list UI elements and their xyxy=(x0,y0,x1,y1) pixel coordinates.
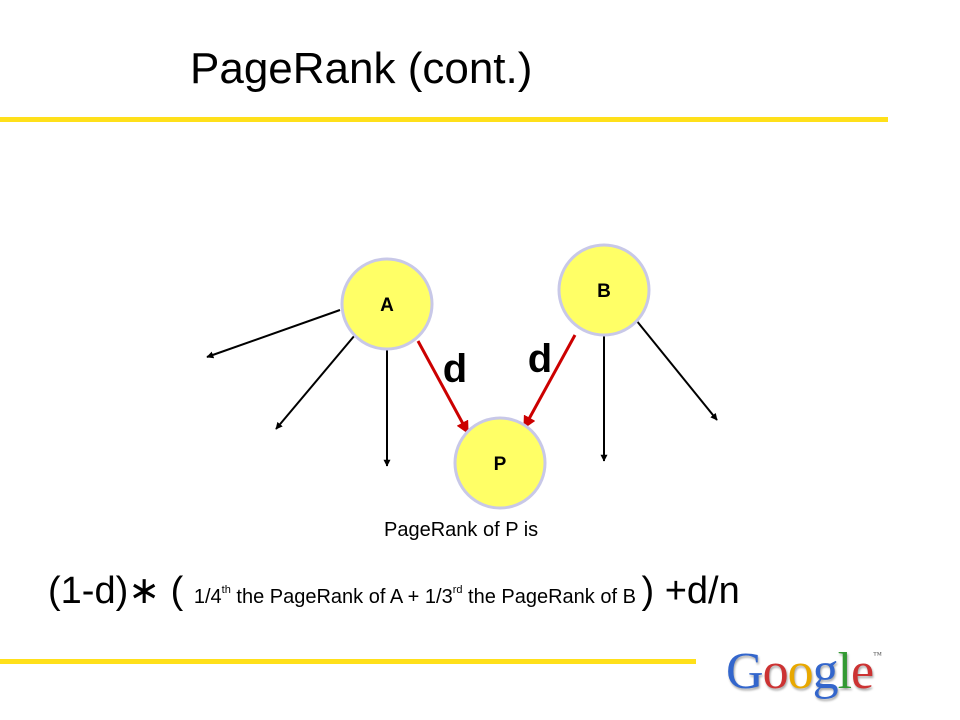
formula-tail: +d/n xyxy=(654,570,740,612)
node-p: P xyxy=(453,416,547,510)
logo-letter: o xyxy=(762,643,789,700)
formula-a-text: the PageRank of A + 1/3 xyxy=(230,586,453,608)
formula-b-text: the PageRank of B xyxy=(462,586,642,608)
node-p-label: P xyxy=(494,454,507,475)
edge-a-to-p xyxy=(416,340,470,435)
node-a-label: A xyxy=(380,295,394,316)
logo-letter: e xyxy=(851,643,874,700)
top-accent-rule xyxy=(0,117,888,122)
logo-letter: l xyxy=(837,643,852,700)
logo-letter: o xyxy=(787,643,814,700)
logo-letter: g xyxy=(812,643,839,700)
bottom-accent-rule xyxy=(0,659,696,664)
edge-a-out-1 xyxy=(206,309,341,359)
formula-close-paren: ) xyxy=(641,570,655,612)
formula-a-fraction: 1/4 xyxy=(193,586,222,608)
formula-b-superscript: rd xyxy=(452,584,463,596)
diagram-caption: PageRank of P is xyxy=(384,519,539,541)
node-b-label: B xyxy=(597,281,611,302)
edge-label-a-d: d xyxy=(443,347,467,391)
edge-b-out-2 xyxy=(635,319,718,421)
formula-damping-term: (1-d) xyxy=(48,570,129,612)
multiply-icon: ∗ xyxy=(128,570,161,612)
node-b: B xyxy=(557,243,651,337)
node-a: A xyxy=(340,257,434,351)
edge-a-out-2 xyxy=(275,334,356,430)
pagerank-formula: (1-d)∗ ( 1/4th the PageRank of A + 1/3rd… xyxy=(48,572,740,610)
google-logo: Google™ xyxy=(726,642,882,701)
trademark-icon: ™ xyxy=(873,650,882,660)
edge-label-b-d: d xyxy=(528,337,552,381)
logo-letter: G xyxy=(726,643,764,700)
slide-title: PageRank (cont.) xyxy=(190,44,533,93)
formula-open-paren: ( xyxy=(160,570,194,612)
formula-a-superscript: th xyxy=(221,584,231,596)
edge-b-to-p xyxy=(522,334,577,430)
